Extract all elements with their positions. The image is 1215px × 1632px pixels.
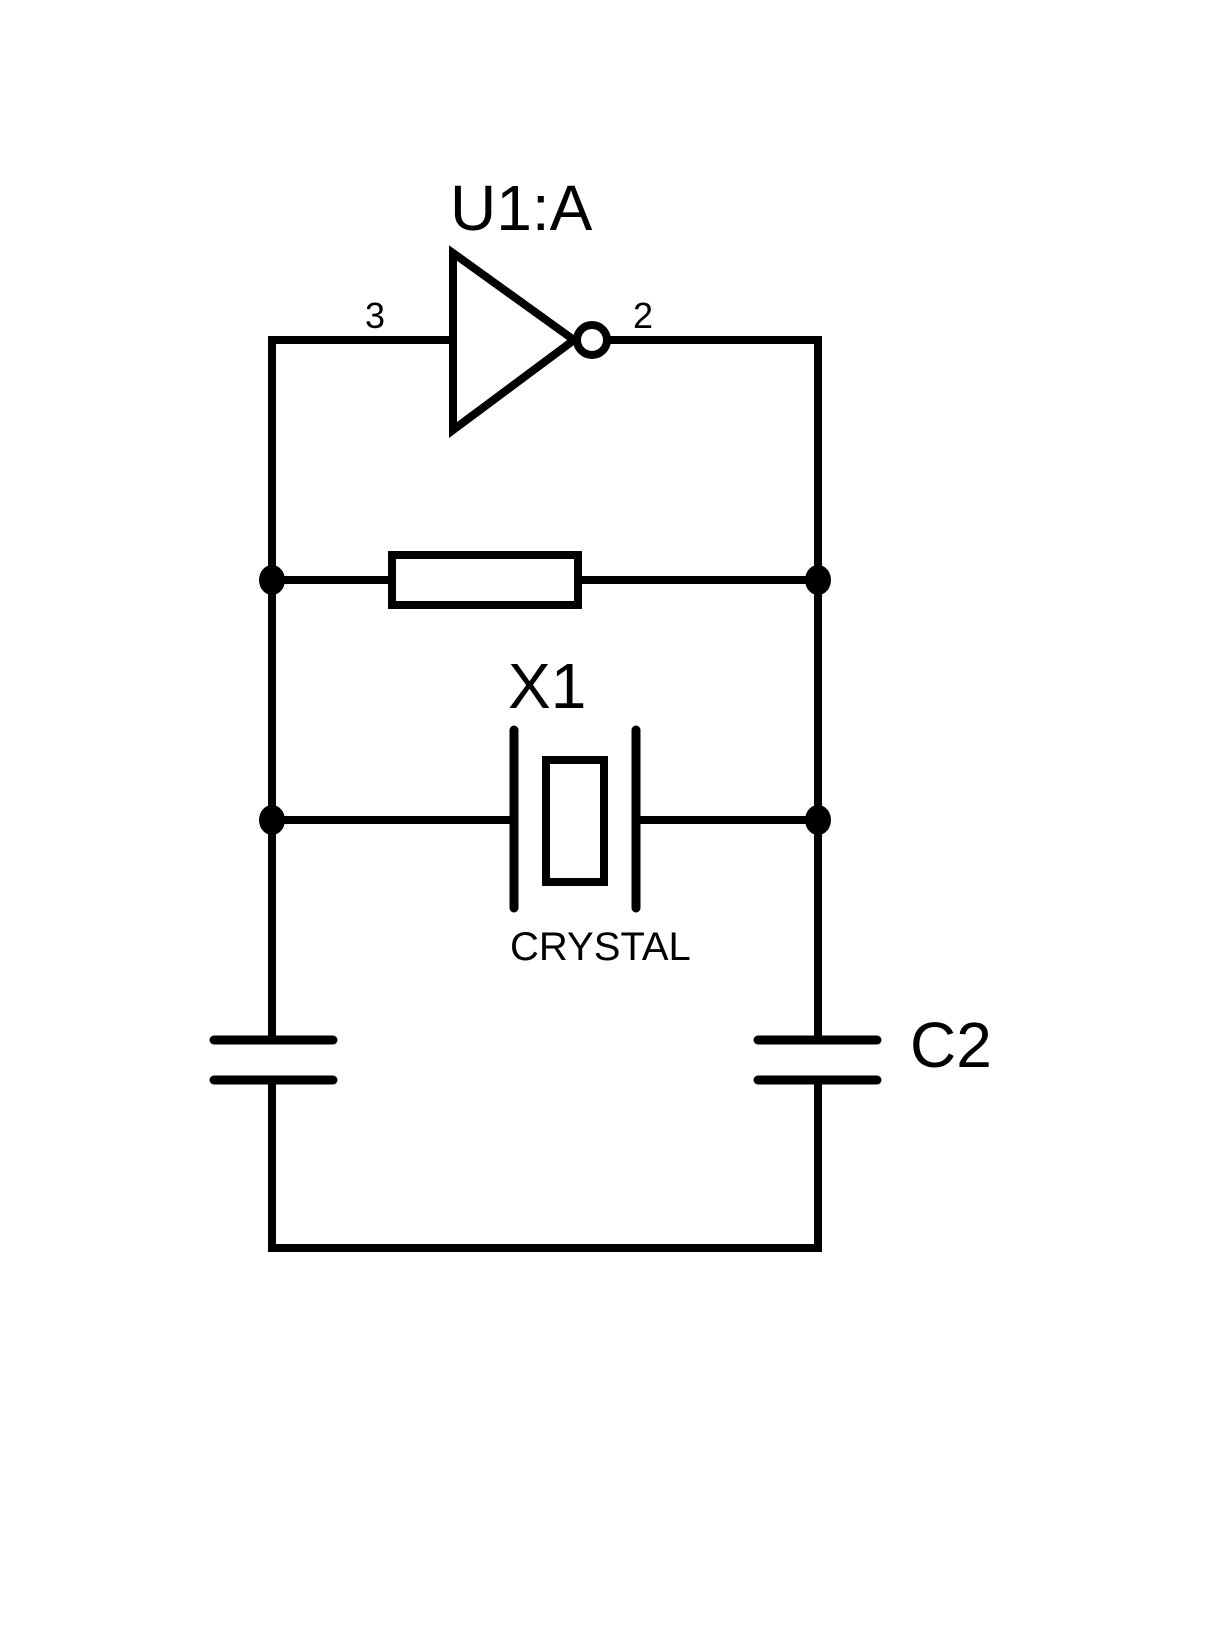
crystal-ref-label: X1 xyxy=(508,650,586,722)
capacitor-c2: C2 xyxy=(753,1009,992,1085)
junction-dot xyxy=(259,805,285,835)
crystal-value-label: CRYSTAL xyxy=(510,925,691,969)
junction-dot xyxy=(805,805,831,835)
junction-dot xyxy=(805,565,831,595)
junctions xyxy=(259,565,831,835)
inverter-u1a: U1:A 3 2 xyxy=(365,172,653,438)
resistor xyxy=(388,551,582,609)
wires xyxy=(268,336,822,1252)
crystal-x1: X1 CRYSTAL xyxy=(508,650,691,969)
crystal-body xyxy=(542,756,608,886)
resistor-body xyxy=(388,551,582,609)
wire-input xyxy=(268,336,457,1252)
inverter-output-pin-label: 2 xyxy=(633,295,653,336)
inverter-ref-label: U1:A xyxy=(450,172,593,244)
inverter-input-pin-label: 3 xyxy=(365,295,385,336)
capacitor-left xyxy=(209,1035,338,1085)
wire-output xyxy=(268,336,822,1252)
inverter-bubble xyxy=(573,321,611,359)
capacitor-c2-ref-label: C2 xyxy=(910,1009,992,1081)
inverter-triangle xyxy=(449,245,581,438)
junction-dot xyxy=(259,565,285,595)
